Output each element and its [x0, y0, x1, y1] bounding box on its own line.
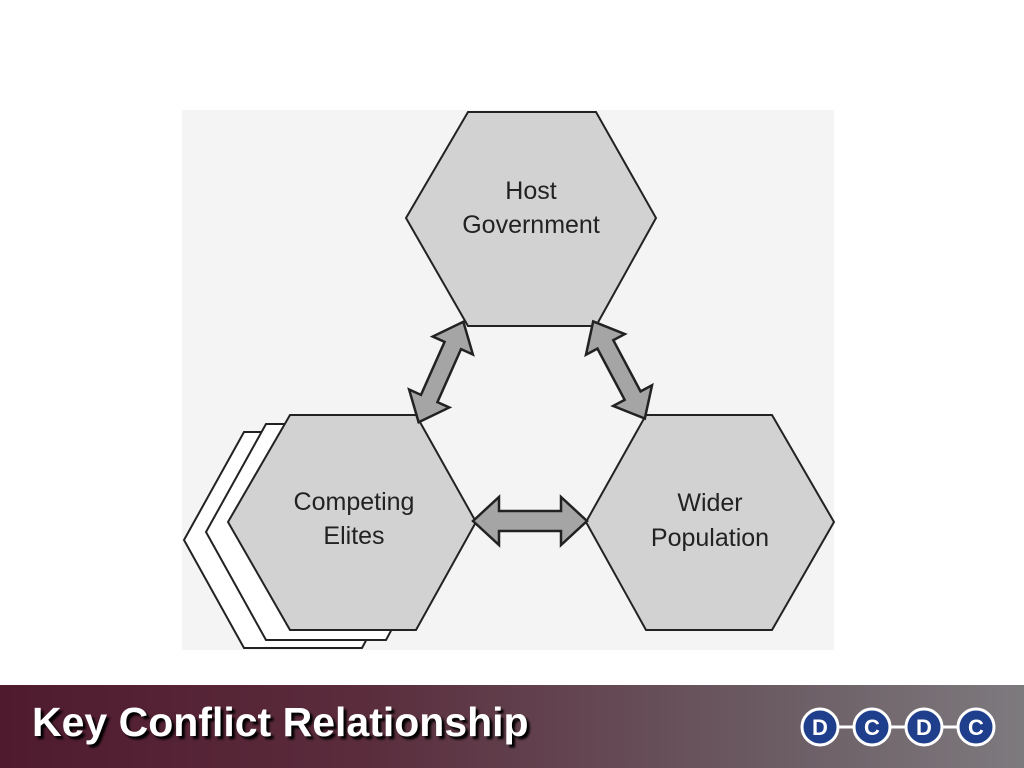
- diagram: Host Government Competing Elites Wider P…: [182, 110, 836, 650]
- logo-circle-4: [956, 707, 996, 747]
- wider-population-label-line1: Wider: [677, 489, 742, 517]
- competing-elites-label-line2: Elites: [323, 522, 384, 550]
- competing-elites-label-line1: Competing: [294, 488, 415, 516]
- logo-letter-4: C: [968, 715, 984, 740]
- arrow-elites-population: [471, 494, 589, 548]
- arrow-government-population: [584, 319, 654, 421]
- logo-letter-3: D: [916, 715, 932, 740]
- logo-letter-1: D: [812, 715, 828, 740]
- logo-circle-2: [852, 707, 892, 747]
- slide-title: Key Conflict Relationship: [32, 699, 529, 745]
- wider-population-label-line2: Population: [651, 524, 769, 552]
- logo-circle-3: [904, 707, 944, 747]
- arrow-government-elites: [407, 319, 475, 425]
- host-government-label-line1: Host: [505, 177, 556, 205]
- dcdc-logo: D C D C: [800, 707, 996, 747]
- host-government-label-line2: Government: [462, 211, 600, 239]
- logo-circle-1: [800, 707, 840, 747]
- footer-bar: Key Conflict Relationship D C D C: [0, 685, 1024, 768]
- diagram-canvas: Host Government Competing Elites Wider P…: [182, 110, 836, 650]
- logo-letter-2: C: [864, 715, 880, 740]
